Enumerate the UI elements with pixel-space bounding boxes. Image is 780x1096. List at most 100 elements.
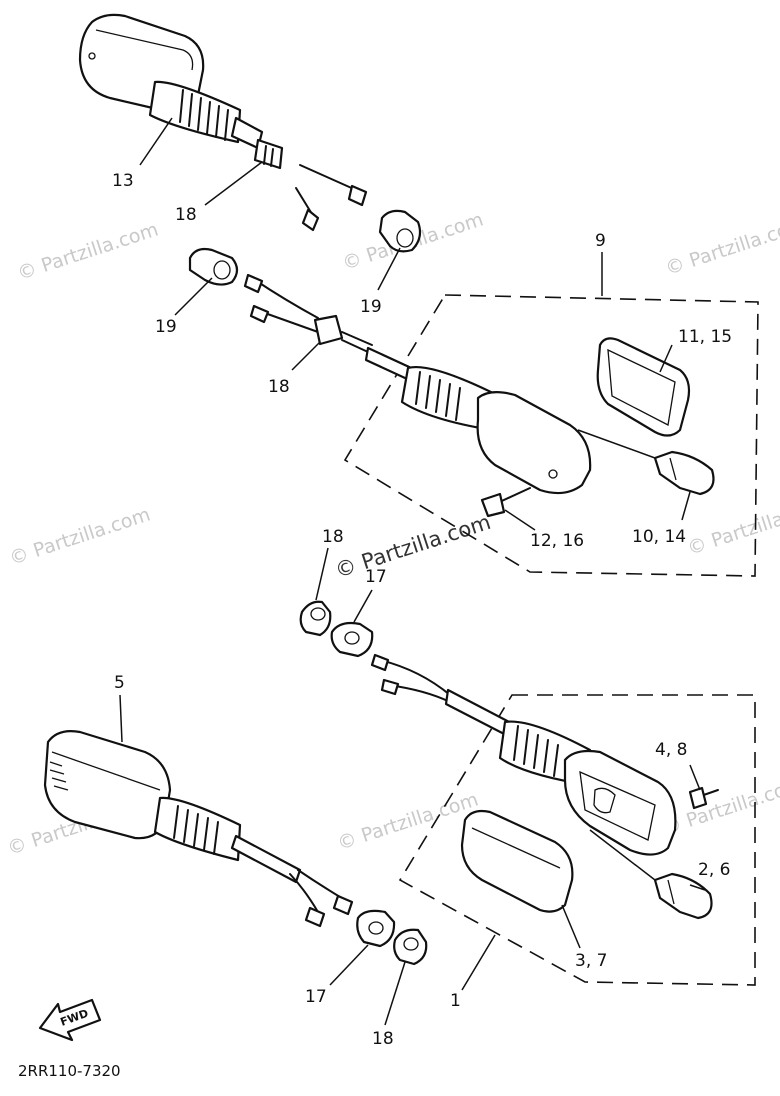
- wire-2: [261, 311, 319, 333]
- wire-terminal-2: [332, 894, 354, 916]
- housing-ridge: [51, 751, 161, 791]
- leader-lines: [119, 117, 706, 1026]
- flasher-housing: [476, 391, 592, 495]
- bulb-2-6: [653, 872, 713, 920]
- callout-17: 17: [305, 987, 327, 1007]
- washer-17-bottom: [356, 909, 396, 948]
- nut-bore: [310, 607, 326, 621]
- watermark-text: © Partzilla.com: [663, 214, 780, 280]
- leader-12-16: [504, 509, 536, 531]
- leader-3-7: [561, 904, 581, 949]
- callout-19: 19: [360, 297, 382, 317]
- assembly-boundary: [398, 694, 756, 986]
- leader-13: [139, 117, 173, 166]
- watermark-text: © Partzilla.com: [660, 774, 780, 840]
- watermark-text: © Partzilla.com: [7, 504, 153, 570]
- nut-washer-bottom: [356, 909, 428, 966]
- lens-texture: [49, 761, 69, 791]
- washer-hole: [344, 631, 360, 645]
- flasher-assembly-9: [343, 294, 759, 577]
- bulb-socket: [593, 787, 616, 814]
- wire-terminal: [347, 184, 368, 207]
- callout-labels: 13 18 19 19 9 18 11, 15 10, 14 12, 16 18…: [112, 171, 732, 1049]
- screw-4-8: [688, 786, 708, 810]
- callout-18: 18: [322, 527, 344, 547]
- callout-1: 1: [450, 991, 461, 1011]
- housing-screw-hole: [548, 469, 558, 479]
- grommet-18-middle: [313, 314, 344, 346]
- watermark-center-text: © Partzilla.com: [332, 510, 494, 583]
- callout-13: 13: [112, 171, 134, 191]
- grommet-body: [188, 247, 239, 286]
- grommet-hole: [396, 228, 414, 248]
- wire-terminal-1: [370, 653, 390, 672]
- leader-10-14: [681, 491, 691, 521]
- grommet-18-top: [253, 138, 284, 170]
- wire-terminal-1: [243, 273, 264, 294]
- leader-19b: [377, 247, 401, 291]
- leader-19a: [174, 277, 213, 316]
- screw-12-16: [480, 492, 506, 518]
- forward-arrow: FWD: [38, 998, 102, 1042]
- grommet-hole: [213, 260, 231, 280]
- wiring-18-middle: [243, 273, 373, 353]
- bellows-ribs: [513, 725, 559, 777]
- bulb-collar: [667, 879, 675, 905]
- leader-4-8: [689, 764, 701, 791]
- housing-ridge: [95, 29, 194, 71]
- wire-terminal-1: [304, 906, 326, 928]
- callout-11-15: 11, 15: [678, 327, 732, 347]
- lens-rib: [471, 827, 561, 869]
- housing-socket-rim: [579, 770, 656, 841]
- diagram-code: 2RR110-7320: [18, 1062, 121, 1080]
- lens-3-7: [460, 809, 574, 913]
- callout-19: 19: [155, 317, 177, 337]
- leader-11-15: [659, 344, 673, 373]
- watermark-text: © Partzilla.com: [15, 219, 161, 285]
- callout-10-14: 10, 14: [632, 527, 686, 547]
- lens-11-15: [596, 337, 691, 437]
- callout-2-6: 2, 6: [698, 860, 730, 880]
- nut-washer-center: [299, 600, 374, 658]
- bellows-stem: [153, 796, 242, 862]
- flasher-assembly-1: [370, 653, 756, 986]
- bulb-10-14: [653, 450, 715, 496]
- wire-bundle: [341, 331, 373, 353]
- callout-4-8: 4, 8: [655, 740, 687, 760]
- nut-18-center: [299, 600, 332, 637]
- nut-bore: [403, 937, 419, 951]
- bellows-ribs: [173, 805, 219, 855]
- washer-hole: [368, 921, 384, 935]
- leader-5: [119, 694, 123, 743]
- callout-9: 9: [595, 231, 606, 251]
- leader-18a: [204, 161, 263, 206]
- leader-17a: [353, 589, 373, 623]
- bulb-leader: [589, 829, 656, 881]
- leader-1: [461, 934, 496, 991]
- leader-18d: [384, 961, 406, 1026]
- leader-17b: [329, 944, 369, 986]
- bulb-collar: [669, 457, 677, 481]
- callout-18: 18: [268, 377, 290, 397]
- flasher-assembly-5: [43, 730, 354, 928]
- bellows-ribs: [179, 89, 229, 141]
- leader-2-6: [689, 884, 706, 891]
- callout-3-7: 3, 7: [575, 951, 607, 971]
- callout-18: 18: [372, 1029, 394, 1049]
- callout-5: 5: [114, 673, 125, 693]
- wire-terminal-2: [249, 304, 270, 324]
- leader-18b: [291, 341, 321, 371]
- washer-17-center: [330, 621, 374, 658]
- leader-18c: [315, 547, 329, 601]
- housing-screw-hole: [88, 52, 96, 60]
- watermark-text: © Partzilla.com: [685, 494, 780, 560]
- callout-18: 18: [175, 205, 197, 225]
- fwd-arrow-icon: [38, 998, 102, 1042]
- callout-12-16: 12, 16: [530, 531, 584, 551]
- grommet-slots: [263, 145, 274, 167]
- assembly-boundary: [343, 294, 759, 577]
- watermark-text: © Partzilla.com: [335, 789, 481, 855]
- grommet-19-upper: [378, 209, 422, 253]
